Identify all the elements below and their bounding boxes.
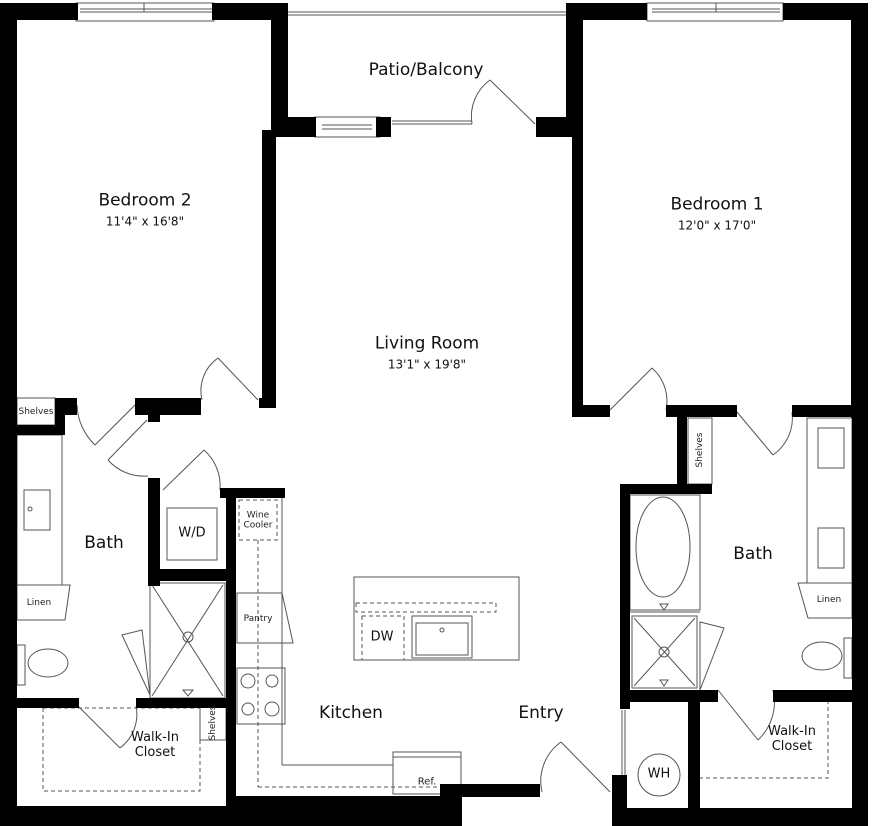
room-name: Bedroom 2 [98, 190, 192, 211]
label-water-heater: WH [647, 766, 671, 782]
room-living-room: Living Room 13'1" x 19'8" [375, 334, 479, 371]
label-linen-right: Linen [816, 594, 842, 605]
label-dishwasher: DW [370, 629, 394, 645]
water-heater-unit [637, 753, 681, 797]
closet-label-line2: Closet [771, 739, 813, 754]
vanity-right [806, 417, 853, 584]
room-bedroom-2: Bedroom 2 11'4" x 16'8" [98, 191, 191, 228]
toilet-left [27, 648, 69, 678]
sink-right-2 [817, 527, 845, 569]
shower-right [631, 615, 698, 689]
room-patio-balcony: Patio/Balcony [368, 60, 484, 81]
wine-cooler [238, 499, 278, 541]
closet-label-line2: Closet [134, 745, 176, 760]
closet-rod-right [700, 700, 829, 779]
room-entry: Entry [518, 703, 564, 724]
window-living [314, 116, 381, 138]
closet-label-line1: Walk-In [131, 730, 179, 746]
fixture-lines [16, 2, 853, 797]
label-washer-dryer: W/D [178, 525, 206, 541]
closet-label-line1: Walk-In [768, 724, 816, 740]
room-name: Bedroom 1 [670, 194, 764, 215]
room-dimensions: 12'0" x 17'0" [677, 217, 757, 232]
kitchen-island [353, 576, 520, 661]
pantry-cabinet [236, 592, 294, 644]
label-shelves-right: Shelves [694, 432, 705, 468]
room-bedroom-1: Bedroom 1 12'0" x 17'0" [670, 195, 763, 232]
label-wine-cooler: Wine Cooler [243, 511, 272, 532]
refrigerator-unit [392, 751, 462, 795]
closet-rod-left [42, 707, 201, 792]
window-bedroom1 [646, 2, 784, 22]
kitchen-sink [415, 622, 469, 656]
label-refrigerator: Ref. [417, 776, 437, 788]
washer-dryer-unit [166, 507, 218, 561]
walls [0, 3, 868, 826]
label-linen-left: Linen [26, 597, 52, 608]
range-cooktop [236, 667, 286, 725]
label-shelves-closet: Shelves [207, 705, 218, 741]
room-bath-left: Bath [84, 533, 124, 554]
dishwasher-unit [361, 615, 405, 661]
wine-cooler-line2: Cooler [243, 521, 273, 531]
room-name: Living Room [374, 333, 480, 354]
room-walk-in-closet-right: Walk-In Closet [768, 724, 816, 755]
room-walk-in-closet-left: Walk-In Closet [131, 730, 179, 761]
window-bedroom2 [75, 2, 215, 22]
room-bath-right: Bath [733, 544, 773, 565]
bathtub [635, 496, 691, 598]
doors [76, 79, 793, 793]
wine-cooler-line1: Wine [246, 510, 270, 521]
sink-left [23, 489, 51, 531]
room-dimensions: 11'4" x 16'8" [105, 213, 185, 228]
label-shelves-left: Shelves [18, 406, 54, 417]
room-dimensions: 13'1" x 19'8" [387, 356, 467, 371]
label-pantry: Pantry [243, 613, 273, 624]
sink-right-1 [817, 427, 845, 469]
toilet-right [801, 641, 843, 671]
room-kitchen: Kitchen [319, 703, 383, 724]
